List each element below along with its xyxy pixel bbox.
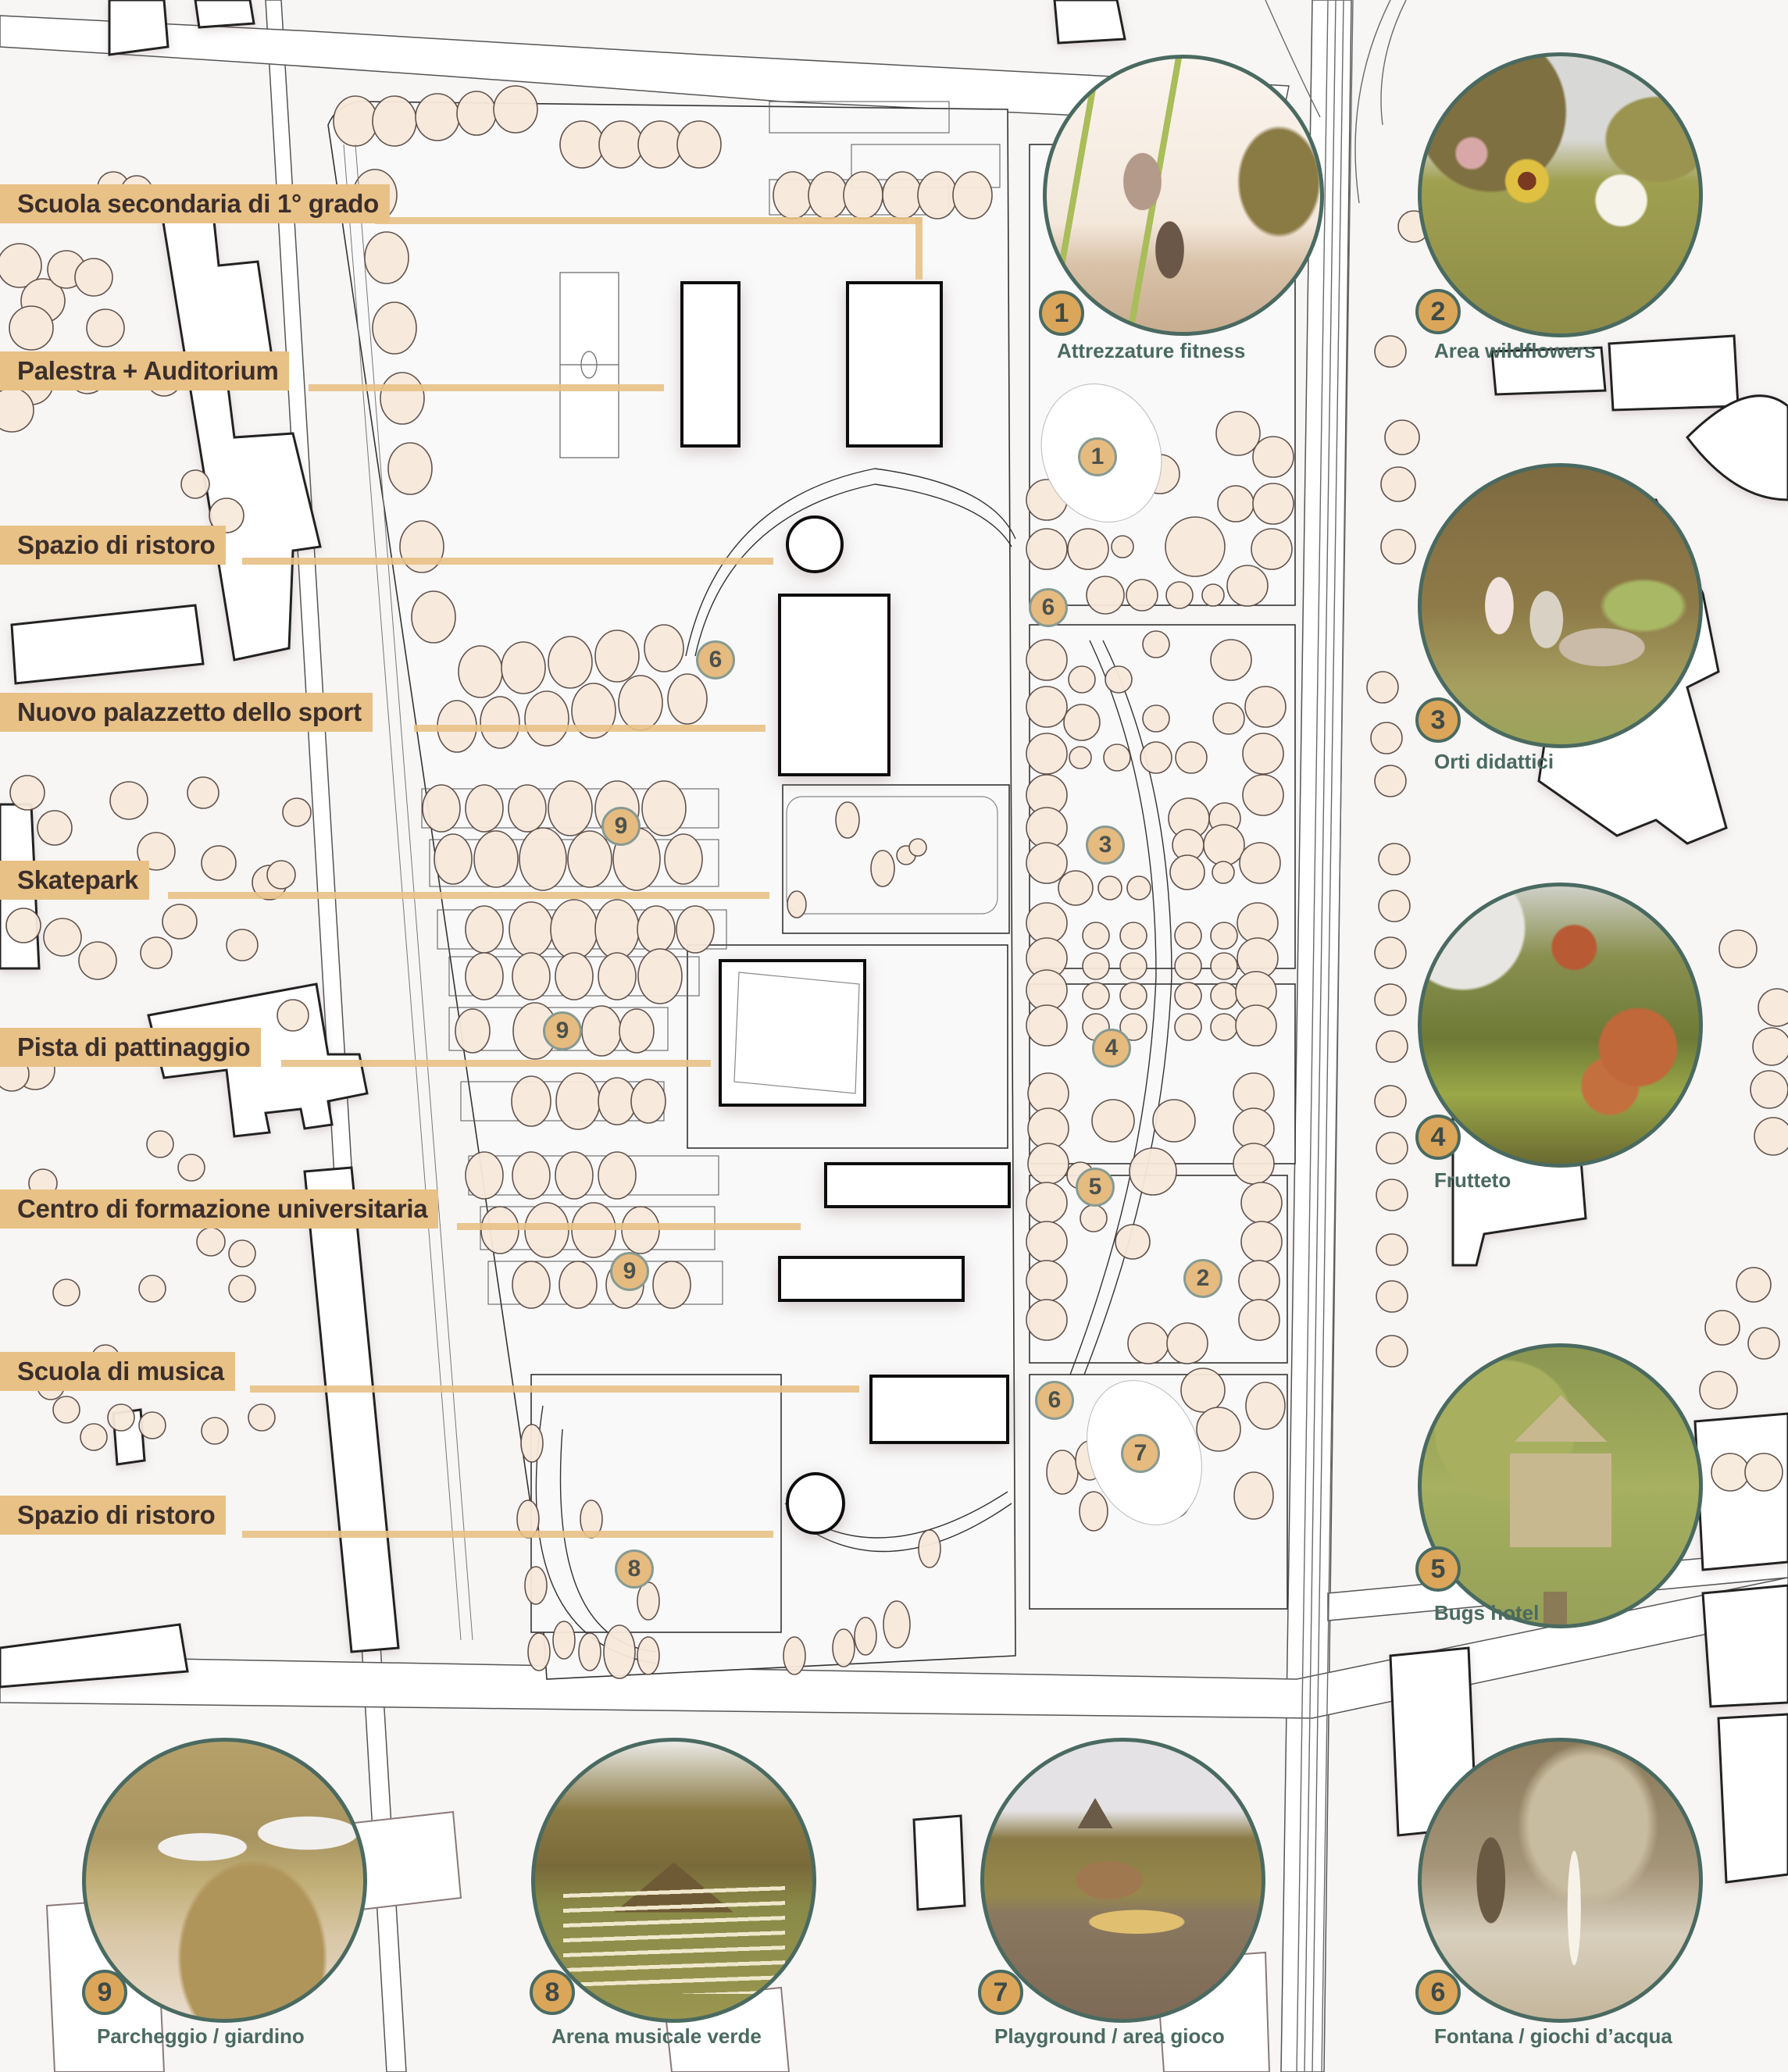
trees [0, 85, 1788, 1679]
label-scuola-musica: Scuola di musica [0, 1352, 235, 1391]
label-palazzetto-sport: Nuovo palazzetto dello sport [0, 693, 373, 732]
map-marker: 3 [1086, 826, 1125, 865]
label-pista-pattinaggio: Pista di pattinaggio [0, 1028, 262, 1067]
caption-6: Fontana / giochi d’acqua [1434, 2024, 1672, 2048]
map-marker: 4 [1092, 1029, 1131, 1068]
photo-attrezzature-fitness [1043, 55, 1324, 336]
map-marker: 9 [601, 807, 641, 846]
badge-8: 8 [530, 1970, 575, 2015]
label-skatepark: Skatepark [0, 861, 150, 900]
caption-2: Area wildflowers [1434, 339, 1596, 362]
badge-3: 3 [1415, 697, 1461, 743]
label-spazio-ristoro-south: Spazio di ristoro [0, 1496, 227, 1535]
sports-court [559, 272, 619, 458]
photo-area-wildflowers [1418, 52, 1703, 337]
badge-9: 9 [82, 1970, 127, 2015]
badge-2: 2 [1415, 289, 1461, 334]
caption-4: Frutteto [1434, 1168, 1511, 1192]
photo-playground [980, 1738, 1265, 2023]
planned-buildings [680, 281, 1011, 1535]
label-spazio-ristoro-north: Spazio di ristoro [0, 526, 227, 565]
badge-6: 6 [1415, 1970, 1461, 2015]
map-marker: 9 [543, 1011, 582, 1050]
label-scuola-secondaria: Scuola secondaria di 1° grado [0, 184, 390, 223]
caption-1: Attrezzature fitness [1057, 339, 1246, 362]
caption-5: Bugs hotel [1434, 1601, 1540, 1624]
map-marker: 8 [615, 1550, 654, 1589]
highway-lines [1265, 0, 1407, 2072]
badge-1: 1 [1039, 291, 1084, 336]
caption-8: Arena musicale verde [551, 2024, 762, 2048]
caption-7: Playground / area gioco [994, 2024, 1225, 2048]
caption-3: Orti didattici [1434, 750, 1554, 773]
map-marker: 7 [1121, 1434, 1160, 1473]
badge-4: 4 [1415, 1114, 1461, 1160]
photo-orti-didattici [1418, 463, 1703, 748]
badge-7: 7 [978, 1970, 1023, 2015]
photo-parcheggio-giardino [82, 1738, 367, 2023]
caption-9: Parcheggio / giardino [97, 2024, 305, 2048]
photo-arena-musicale-verde [531, 1738, 816, 2023]
map-marker: 6 [696, 640, 735, 679]
photo-fontana-giochi-acqua [1418, 1738, 1703, 2023]
badge-5: 5 [1415, 1546, 1461, 1592]
label-centro-formazione: Centro di formazione universitaria [0, 1189, 439, 1229]
photo-frutteto [1418, 883, 1703, 1168]
label-palestra-auditorium: Palestra + Auditorium [0, 351, 290, 391]
photo-bugs-hotel [1418, 1343, 1703, 1628]
map-marker: 1 [1078, 437, 1117, 476]
map-marker: 6 [1029, 588, 1068, 627]
map-marker: 6 [1035, 1381, 1074, 1420]
map-marker: 9 [610, 1252, 649, 1291]
map-marker: 2 [1183, 1259, 1222, 1298]
map-marker: 5 [1076, 1168, 1115, 1207]
